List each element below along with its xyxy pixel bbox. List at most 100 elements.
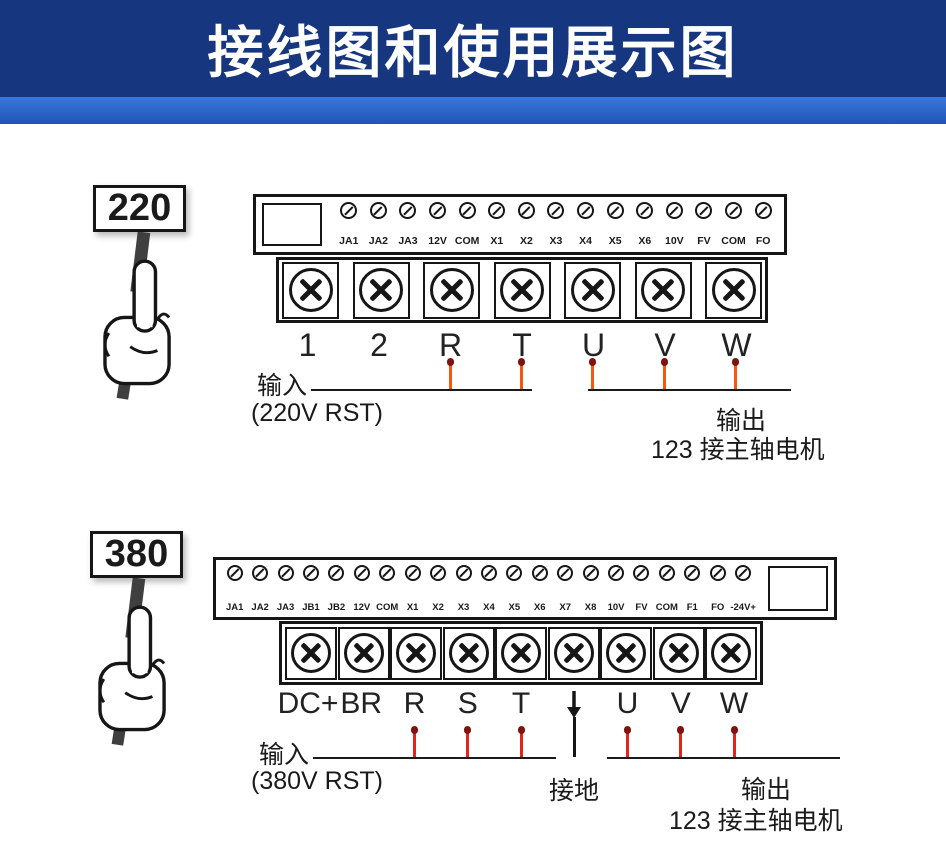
phase-marker-W [730, 726, 739, 757]
phillips-screw-icon [291, 633, 331, 673]
screw-terminal-icon [695, 202, 713, 219]
terminal: COM [375, 565, 400, 613]
terminal: X5 [600, 202, 630, 248]
output-connection-line [588, 389, 791, 391]
power-terminal [493, 261, 551, 319]
terminal: X1 [400, 565, 425, 613]
banner-accent-bar [0, 97, 946, 124]
screw-terminal-icon [665, 202, 683, 219]
terminal-label: JB1 [302, 601, 320, 613]
terminal-label: COM [376, 601, 399, 613]
terminal-label: X1 [490, 235, 504, 248]
power-terminal-labels-380: DC+ BR R S T U V W [277, 687, 763, 721]
terminal: X3 [541, 202, 571, 248]
terminal: X6 [630, 202, 660, 248]
terminal: X5 [502, 565, 527, 613]
phillips-screw-icon [429, 268, 474, 312]
screw-terminal-icon [404, 565, 421, 581]
terminal-label: 10V [607, 601, 625, 613]
phillips-screw-icon [711, 633, 751, 673]
hand-holding-wire-icon [103, 232, 171, 400]
screw-terminal-icon [379, 565, 396, 581]
terminal-label: JA3 [398, 235, 418, 248]
terminal: JA1 [334, 202, 364, 248]
terminal: COM [719, 202, 749, 248]
power-terminal-label: 2 [370, 327, 388, 363]
power-terminal-row-380 [279, 621, 763, 685]
terminal-label: COM [454, 235, 480, 248]
terminal-label: FV [697, 235, 711, 248]
input-connection-line [313, 757, 556, 759]
terminal: 10V [660, 202, 690, 248]
terminal: JA3 [273, 565, 298, 613]
power-terminal-label: W [721, 327, 752, 363]
screw-terminal-icon [577, 202, 595, 219]
ground-label: 接地 [549, 777, 600, 805]
phase-marker-R [410, 726, 419, 757]
screw-terminal-icon [455, 565, 472, 581]
power-terminal-row-220 [276, 257, 768, 323]
power-terminal-label: 1 [298, 327, 317, 363]
phillips-screw-icon [658, 633, 699, 673]
power-terminal-label: S [457, 687, 478, 720]
voltage-badge-380: 380 [90, 531, 183, 578]
terminal: 12V [349, 565, 374, 613]
page-banner: 接线图和使用展示图 [0, 0, 946, 97]
terminal: X2 [512, 202, 542, 248]
power-terminal-label: BR [340, 687, 383, 720]
screw-terminal-icon [517, 202, 535, 219]
terminal: X3 [451, 565, 476, 613]
phillips-screw-icon [448, 633, 489, 673]
terminal-label: JB2 [327, 601, 346, 613]
terminal-label: X2 [519, 235, 533, 248]
screw-terminal-icon [606, 202, 624, 219]
terminal: X8 [578, 565, 603, 613]
phase-marker-V [676, 726, 685, 757]
power-terminal [547, 626, 600, 680]
terminal: JA2 [364, 202, 394, 248]
terminal-label: FO [755, 235, 771, 248]
terminal-label: JA1 [339, 235, 359, 248]
power-terminal [634, 261, 692, 319]
screw-terminal-icon [684, 565, 701, 581]
terminal: FV [629, 565, 654, 613]
terminal-label: JA1 [225, 601, 244, 613]
power-terminal [564, 261, 621, 319]
phillips-screw-icon [500, 268, 544, 312]
terminal-label: COM [721, 235, 746, 248]
terminal: JA2 [247, 565, 272, 613]
terminal: X7 [552, 565, 577, 613]
terminal-label: FO [711, 601, 725, 613]
screw-terminal-icon [488, 202, 506, 219]
power-terminal-label: DC+ [277, 687, 339, 720]
screw-terminal-icon [582, 565, 599, 581]
power-terminal [282, 261, 339, 319]
terminal-label: F1 [686, 601, 698, 613]
input-connection-line [311, 389, 532, 391]
phillips-screw-icon [553, 633, 594, 673]
terminal-label: X1 [406, 601, 419, 613]
input-label: 输入 [259, 741, 310, 769]
phase-marker-W [731, 358, 740, 389]
power-terminal-label: T [512, 327, 532, 363]
terminal-label: X7 [559, 601, 571, 613]
terminal-label: X8 [584, 601, 597, 613]
screw-terminal-icon [725, 202, 743, 219]
power-terminal-label: V [654, 327, 676, 363]
phillips-screw-icon [711, 268, 756, 312]
terminal: JB2 [324, 565, 349, 613]
power-terminal [705, 261, 762, 319]
terminal-label: COM [655, 601, 678, 613]
ground-arrow-icon [548, 687, 600, 721]
ground-lead-line [573, 717, 576, 757]
screw-terminal-icon [328, 565, 345, 581]
screw-terminal-icon [608, 565, 625, 581]
power-terminal [495, 626, 547, 680]
phillips-screw-icon [606, 633, 646, 673]
phase-marker-U [623, 726, 632, 757]
screw-terminal-icon [658, 565, 675, 581]
screw-terminal-icon [754, 202, 772, 219]
screw-terminal-icon [302, 565, 319, 581]
screw-terminal-icon [547, 202, 565, 219]
terminal-strip-220: JA1 JA2 JA3 12V COM X1 X2 X3 X4 X5 X6 10… [253, 194, 787, 255]
